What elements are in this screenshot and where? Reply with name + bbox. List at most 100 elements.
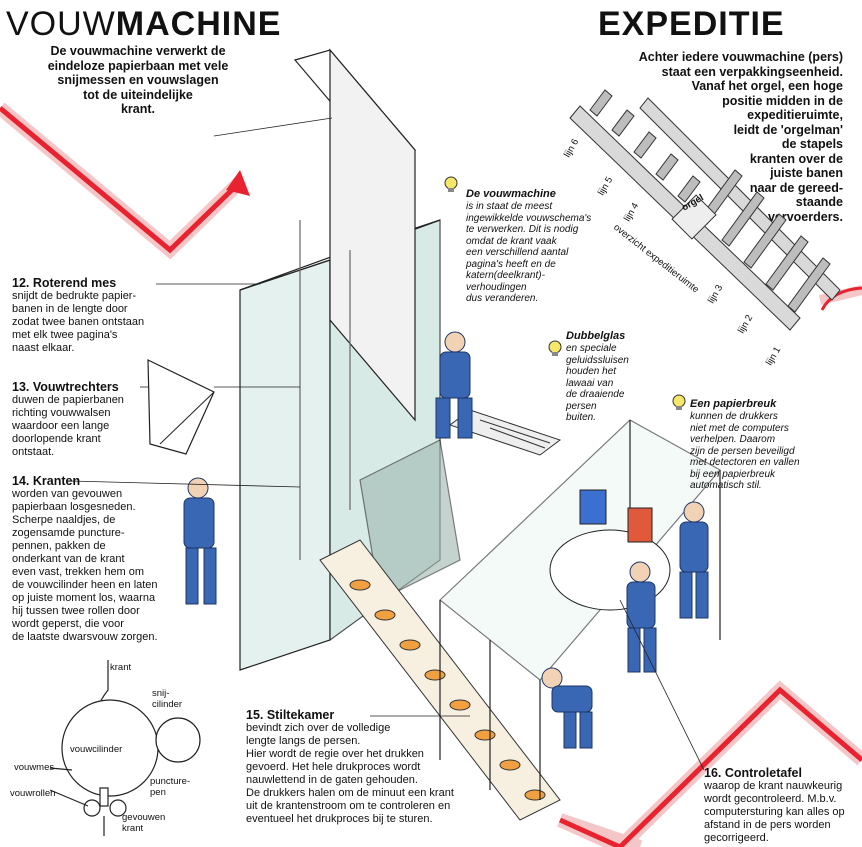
callout-12-line: naast elkaar.	[12, 342, 75, 354]
callout-14: 14. Kranten worden van gevouwen papierba…	[12, 474, 194, 644]
folding-detail-diagram	[49, 660, 201, 836]
callout-13-line: doorlopende krant	[12, 433, 101, 445]
note-dubbelglas-title: Dubbelglas	[566, 330, 626, 342]
worker-bottom	[541, 667, 593, 749]
note-papierbreuk-line: zijn de persen beveiligd	[690, 445, 795, 457]
intro-right-line: juiste banen	[770, 166, 843, 180]
callout-15-title: 15. Stiltekamer	[246, 708, 335, 722]
callout-15-line: eventueel het drukproces bij te sturen.	[246, 813, 433, 825]
callout-13-line: duwen de papierbanen	[12, 394, 124, 406]
label-krant: krant	[110, 662, 132, 673]
callout-14-line: even vast, trekken hem om	[12, 566, 145, 578]
worker-right	[679, 501, 709, 619]
note-papierbreuk-line: bij een papierbreuk	[690, 468, 776, 480]
callout-14-line: de laatste dwarsvouw zorgen.	[12, 631, 158, 643]
intro-left-line: krant.	[120, 102, 156, 116]
note-dubbelglas-line: persen	[566, 400, 597, 412]
note-dubbelglas: Dubbelglas en speciale geluidssluisen ho…	[566, 330, 656, 424]
intro-right-line: positie midden in de	[722, 93, 843, 108]
callout-14-line: hij tussen twee rollen door	[12, 605, 140, 617]
callout-15-line: nauwlettend in de gaten gehouden.	[246, 774, 418, 786]
callout-15-line: uit de krantenstroom om te controleren e…	[246, 800, 451, 812]
callout-14-line: wordt geperst, die voor	[12, 618, 124, 630]
callout-15: 15. Stiltekamer bevindt zich over de vol…	[246, 708, 491, 826]
intro-right-line: expeditieruimte,	[747, 108, 843, 122]
note-papierbreuk-line: met detectoren en vallen	[690, 457, 800, 468]
callout-12-line: snijdt de bedrukte papier-	[12, 290, 137, 302]
callout-12-line: met elk twee pagina's	[12, 329, 118, 341]
callout-14-line: Scherpe naaldjes, de	[12, 514, 116, 526]
callout-12-title: 12. Roterend mes	[12, 276, 117, 290]
note-dubbelglas-line: de draaiende	[566, 389, 625, 400]
intro-right-line: vervoerders.	[767, 209, 843, 224]
note-vouwmachine: De vouwmachine is in staat de meest inge…	[466, 188, 596, 305]
label-vouwcilinder: vouwcilinder	[70, 744, 123, 755]
title-left-bold: MACHINE	[115, 5, 282, 43]
note-vouwmachine-line: verhoudingen	[466, 281, 527, 293]
callout-13-title: 13. Vouwtrechters	[12, 380, 119, 394]
title-vouwmachine: VOUWMACHINE	[6, 4, 281, 44]
callout-12-line: banen in de lengte door	[12, 303, 128, 315]
callout-14-line: worden van gevouwen	[12, 488, 123, 500]
callout-14-line: papierbaan losgesneden.	[12, 501, 136, 513]
callout-13: 13. Vouwtrechters duwen de papierbanen r…	[12, 380, 152, 459]
note-dubbelglas-line: buiten.	[566, 412, 597, 423]
note-vouwmachine-line: omdat de krant vaak	[466, 235, 557, 247]
title-left-light: VOUW	[6, 5, 116, 43]
intro-right-line: naar de gereed-	[749, 180, 843, 195]
note-dubbelglas-line: houden het	[566, 366, 617, 377]
vouwtrechter-shape	[147, 359, 215, 455]
callout-12: 12. Roterend mes snijdt de bedrukte papi…	[12, 276, 172, 355]
intro-right-line: Vanaf het orgel, een hoge	[691, 79, 843, 93]
note-papierbreuk-title: Een papierbreuk	[690, 398, 777, 410]
folding-machine	[239, 48, 461, 671]
intro-vouwmachine: De vouwmachine verwerkt de eindeloze pap…	[18, 44, 258, 117]
worker-middle	[626, 561, 657, 673]
intro-left-line: snijmessen en vouwslagen	[57, 73, 219, 87]
note-dubbelglas-line: geluidssluisen	[566, 354, 629, 366]
callout-14-line: de vouwcilinder heen en laten	[12, 579, 158, 591]
note-papierbreuk-line: kunnen de drukkers	[690, 411, 778, 422]
leader-lines	[69, 117, 705, 771]
note-dubbelglas-line: en speciale	[566, 343, 617, 354]
intro-right-line: de stapels	[781, 137, 843, 151]
screen-red	[627, 507, 653, 543]
label-puncturepen: puncture- pen	[150, 776, 191, 798]
note-papierbreuk-line: verhelpen. Daarom	[690, 434, 776, 445]
note-vouwmachine-title: De vouwmachine	[466, 188, 556, 200]
callout-16: 16. Controletafel waarop de krant nauwke…	[704, 766, 860, 845]
workers	[183, 331, 709, 749]
intro-right-line: kranten over de	[749, 151, 843, 166]
lightbulb-icon	[444, 176, 458, 199]
callout-16-line: waarop de krant nauwkeurig	[704, 780, 843, 792]
callout-13-line: waardoor een lange	[12, 420, 110, 432]
callout-14-title: 14. Kranten	[12, 474, 81, 488]
callout-13-line: richting vouwwalsen	[12, 407, 111, 419]
callout-14-line: pennen, pakken de	[12, 540, 106, 552]
intro-right-line: leidt de 'orgelman'	[733, 122, 843, 137]
note-papierbreuk-line: niet met de computers	[690, 422, 789, 434]
worker-left	[183, 477, 217, 605]
label-gevouwen-krant: gevouwen krant	[122, 812, 166, 834]
callout-16-line: gecorrigeerd.	[704, 832, 769, 844]
note-papierbreuk: Een papierbreuk kunnen de drukkers niet …	[690, 398, 820, 492]
callout-13-line: ontstaat.	[12, 446, 55, 458]
callout-16-line: computersturing kan alles op	[704, 806, 845, 818]
intro-left-line: eindeloze papierbaan met vele	[47, 58, 229, 73]
note-vouwmachine-line: pagina's heeft en de	[466, 258, 556, 270]
note-dubbelglas-line: lawaai van	[566, 377, 614, 389]
note-vouwmachine-line: dus veranderen.	[466, 293, 539, 304]
label-snijcilinder: snij- cilinder	[152, 688, 183, 710]
callout-15-line: Hier wordt de regie over het drukken	[246, 748, 424, 760]
note-vouwmachine-line: te verwerken. Dit is nodig	[466, 224, 579, 235]
note-vouwmachine-line: is in staat de meest	[466, 201, 553, 212]
intro-expeditie: Achter iedere vouwmachine (pers) staat e…	[600, 50, 843, 224]
note-papierbreuk-line: automatisch stil.	[690, 480, 762, 491]
callout-12-line: zodat twee banen ontstaan	[12, 316, 145, 328]
callout-15-line: bevindt zich over de volledige	[246, 722, 391, 734]
callout-16-title: 16. Controletafel	[704, 766, 802, 780]
stairs	[448, 409, 562, 456]
note-vouwmachine-line: een verschillend aantal	[466, 247, 569, 258]
expeditie-overview	[569, 89, 841, 331]
